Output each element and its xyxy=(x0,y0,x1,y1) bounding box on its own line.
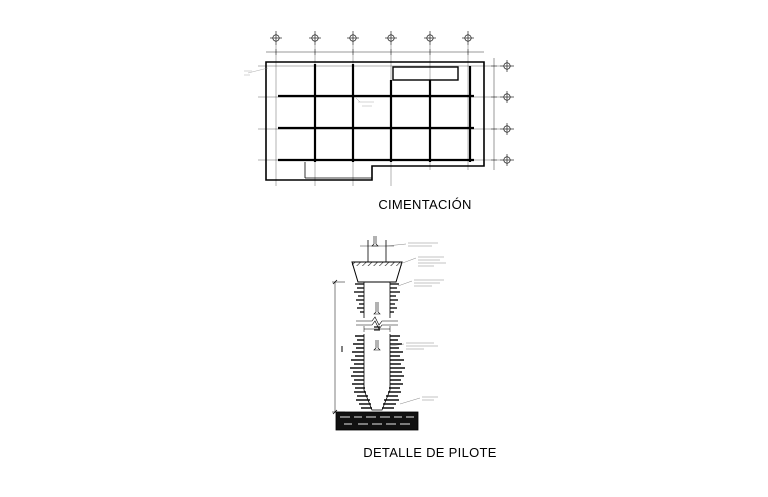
grid-marker-d xyxy=(500,154,514,166)
detail-title: DETALLE DE PILOTE xyxy=(363,445,496,460)
lower-soil-left xyxy=(350,335,372,409)
grid-marker-5 xyxy=(424,31,436,45)
plan-title: CIMENTACIÓN xyxy=(378,197,471,212)
upper-soil-left xyxy=(354,283,364,313)
pile-width-dimension xyxy=(363,326,391,332)
plan-annotation-left xyxy=(244,67,269,76)
upper-pile-shaft xyxy=(363,282,391,318)
grid-marker-c xyxy=(500,123,514,135)
grid-marker-3 xyxy=(347,31,359,45)
grid-marker-2 xyxy=(309,31,321,45)
annotation-soil xyxy=(397,279,444,287)
foundation-beams xyxy=(278,64,474,162)
break-line xyxy=(356,316,398,330)
pile-height-dimension xyxy=(332,279,345,415)
cistern-box xyxy=(392,66,459,81)
annotation-column xyxy=(385,242,438,247)
detail-annotations xyxy=(385,242,446,405)
grid-marker-4 xyxy=(385,31,397,45)
annotation-pile-cap xyxy=(399,256,446,267)
foundation-step xyxy=(304,162,372,179)
dimension-line-right xyxy=(491,58,497,170)
foundation-outline xyxy=(265,61,485,181)
plan-annotation-center xyxy=(355,97,374,107)
pile-detail: DETALLE DE PILOTE xyxy=(332,236,496,460)
grid-marker-1 xyxy=(270,31,282,45)
column-stub xyxy=(360,236,394,262)
upper-soil-right xyxy=(390,283,400,313)
grid-markers-right xyxy=(500,60,514,166)
grid-marker-a xyxy=(500,60,514,72)
lower-soil-right xyxy=(382,335,405,409)
base-stratum xyxy=(335,411,419,431)
annotation-reinforcement xyxy=(389,342,438,350)
annotation-base xyxy=(399,396,438,405)
grid-marker-b xyxy=(500,91,514,103)
dimension-line-top xyxy=(266,49,484,55)
foundation-plan: CIMENTACIÓN xyxy=(244,31,514,212)
grid-axes xyxy=(258,45,500,186)
grid-markers-top xyxy=(270,31,474,45)
grid-marker-6 xyxy=(462,31,474,45)
lower-pile-shaft xyxy=(363,334,391,411)
